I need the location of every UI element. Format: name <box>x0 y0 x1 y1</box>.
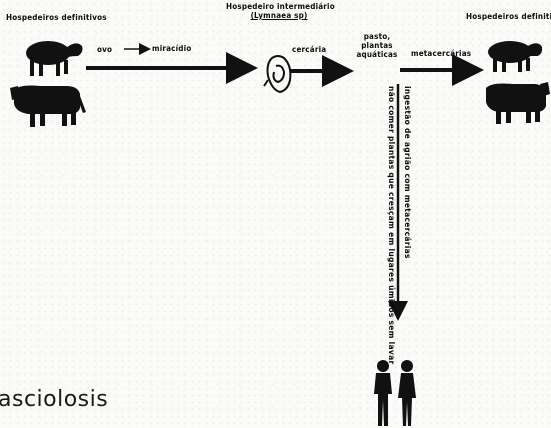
label-definitive-hosts-right: Hospedeiros definitivos <box>466 12 551 21</box>
human-female-icon <box>398 360 416 426</box>
cow-left-icon <box>10 85 86 127</box>
label-egg: ovo <box>97 45 113 54</box>
sheep-right-icon <box>488 41 543 72</box>
label-vertical-transmission: ingestão de agrião com metacercárias <box>403 86 412 259</box>
label-miracidium: miracídio <box>152 44 192 53</box>
snail-icon <box>263 55 292 94</box>
human-male-icon <box>374 360 392 426</box>
label-vertical-prevention: não comer plantas que cresçam em lugares… <box>387 86 396 365</box>
label-pasture-line3: aquáticas <box>356 50 398 59</box>
sheep-left-icon <box>26 41 83 76</box>
cow-right-icon <box>486 82 550 124</box>
label-metacercaria: metacercárias <box>411 49 472 58</box>
label-cercaria: cercária <box>292 45 327 54</box>
label-definitive-hosts-left: Hospedeiros definitivos <box>6 13 107 22</box>
label-pasture-line2: plantas <box>361 41 393 50</box>
label-intermediate-host-line2: (Lymnaea sp) <box>250 11 308 20</box>
label-intermediate-host: Hospedeiro intermediário (Lymnaea sp) <box>226 2 335 20</box>
diagram-title: asciolosis <box>0 387 109 412</box>
label-intermediate-host-line1: Hospedeiro intermediário <box>226 2 335 11</box>
label-pasture: pasto, plantas aquáticas <box>354 32 400 59</box>
label-pasture-line1: pasto, <box>363 32 391 41</box>
